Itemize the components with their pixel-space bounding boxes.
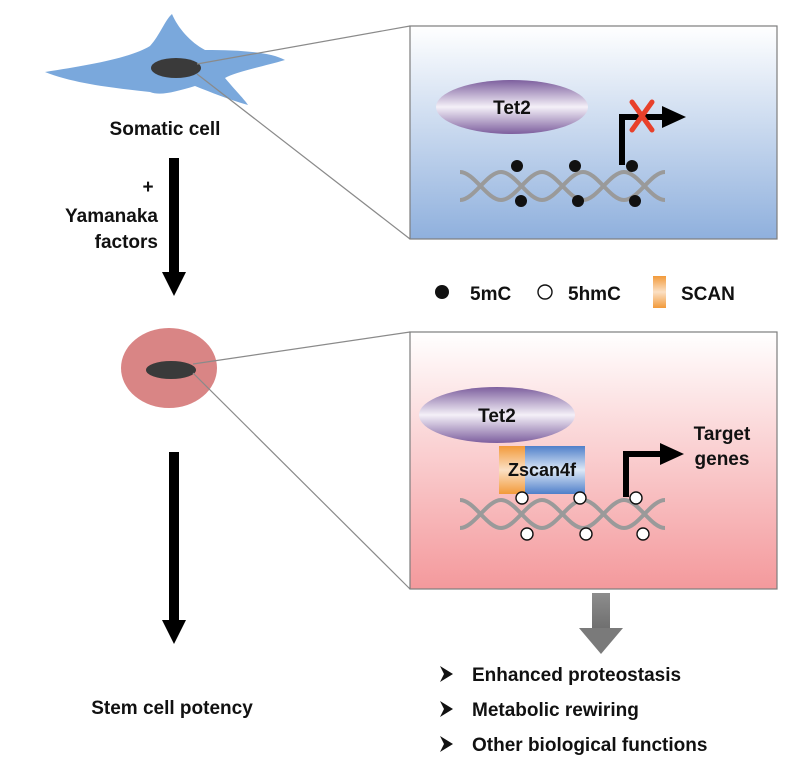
yamanaka-label: Yamanaka <box>65 206 158 227</box>
tet2-label: Tet2 <box>478 406 516 427</box>
target-genes-label: genes <box>695 449 750 470</box>
5mc-dot <box>572 195 584 207</box>
tet2-label: Tet2 <box>493 98 531 119</box>
tet2-oval <box>436 80 588 134</box>
potency-arrowhead <box>162 620 186 644</box>
outcome-list: Enhanced proteostasis Metabolic rewiring… <box>440 665 707 756</box>
target-genes-label: Target <box>694 424 751 445</box>
zscan4f-label: Zscan4f <box>508 460 577 480</box>
somatic-cell-label: Somatic cell <box>110 119 221 140</box>
methyl-5mc-marks <box>511 160 641 207</box>
dna-helix <box>459 497 666 531</box>
bullet-arrow-icon <box>440 666 453 682</box>
outcome-arrowhead <box>579 628 623 654</box>
somatic-nucleus <box>151 58 201 78</box>
methyl-5hmc-marks <box>515 491 650 541</box>
5hmc-dot <box>579 527 593 541</box>
5hmc-dot <box>515 491 529 505</box>
zoom-line <box>196 25 411 65</box>
5hmc-dot <box>573 491 587 505</box>
5mc-dot <box>569 160 581 172</box>
bottom-panel <box>409 331 778 590</box>
bullet-arrow-icon <box>440 701 453 717</box>
legend-scan-symbol <box>653 276 666 308</box>
legend-5hmc-symbol <box>537 284 553 300</box>
dna-helix <box>459 169 666 203</box>
zoom-line <box>192 331 411 365</box>
reprogramming-arrow-shaft <box>169 158 179 276</box>
reprogramming-arrowhead <box>162 272 186 296</box>
5hmc-dot <box>520 527 534 541</box>
zscan4f-scan-domain <box>499 446 525 494</box>
tss-arrow-blocked <box>619 106 686 165</box>
legend-5hmc-label: 5hmC <box>568 284 621 305</box>
legend-5mc-label: 5mC <box>470 284 511 305</box>
zoom-line <box>192 372 411 590</box>
zoom-line <box>196 73 411 240</box>
stem-cell-potency-label: Stem cell potency <box>91 698 253 719</box>
potency-arrow-shaft <box>169 452 179 624</box>
5mc-dot <box>515 195 527 207</box>
5mc-dot <box>626 160 638 172</box>
tss-arrow-active <box>623 443 684 497</box>
5hmc-dot <box>629 491 643 505</box>
legend-scan-label: SCAN <box>681 284 735 305</box>
5mc-dot <box>629 195 641 207</box>
block-x-icon <box>629 99 655 133</box>
outcome-arrow-shaft <box>592 593 610 629</box>
stem-cell-nucleus <box>146 361 196 379</box>
bullet-arrow-icon <box>440 736 453 752</box>
top-panel <box>409 25 778 240</box>
tet2-oval <box>419 387 575 443</box>
5hmc-dot <box>636 527 650 541</box>
5mc-dot <box>511 160 523 172</box>
legend-5mc-symbol <box>435 285 449 299</box>
plus-label: + <box>142 177 153 198</box>
outcome-item: Metabolic rewiring <box>472 700 639 721</box>
outcome-item: Other biological functions <box>472 735 707 756</box>
yamanaka-label: factors <box>95 232 158 253</box>
outcome-item: Enhanced proteostasis <box>472 665 681 686</box>
